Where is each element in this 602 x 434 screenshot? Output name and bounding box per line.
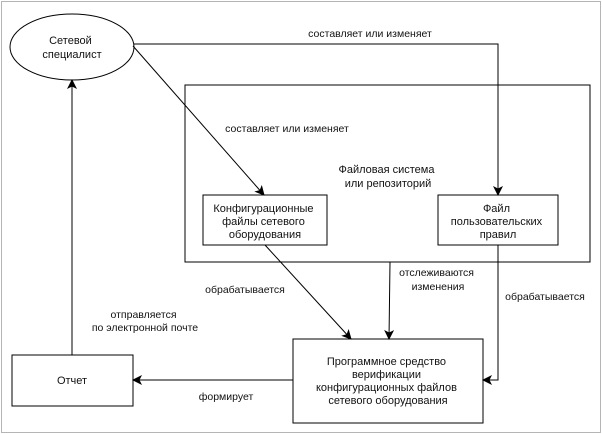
- filesystem-label: Файловая система или репозиторий: [338, 164, 437, 190]
- specialist-label: Сетевой специалист: [42, 35, 101, 61]
- report-box: [11, 354, 134, 407]
- edge-rules-to-verifier: [482, 245, 499, 385]
- edge-config-to-verifier: [264, 244, 352, 340]
- verifier-label: Программное средство верификации конфигу…: [316, 356, 460, 407]
- rules-file-label: Файл пользовательских правил: [451, 203, 545, 241]
- edge-label-report-to-specialist: отправляется по электронной почте: [92, 309, 198, 334]
- edge-label-config-to-verifier: обрабатывается: [205, 284, 285, 296]
- edge-label-verifier-to-report: формирует: [199, 391, 254, 403]
- edge-filesystem-to-verifier: [384, 261, 395, 340]
- edge-specialist-to-rules: [134, 43, 503, 196]
- verifier-box: [292, 338, 484, 424]
- config-files-label: Конфигурационные файлы сетевого оборудов…: [213, 203, 316, 241]
- config-files-box: [202, 194, 328, 246]
- specialist-ellipse: [9, 13, 135, 81]
- report-label: Отчет: [57, 375, 87, 387]
- edge-label-fs-to-verifier: отслеживаются изменения: [399, 267, 477, 293]
- edge-label-rules-to-verifier: обрабатывается: [505, 291, 585, 303]
- edge-label-spec-to-config: составляет или изменяет: [225, 123, 349, 135]
- edge-specialist-to-config: [132, 45, 265, 196]
- edge-label-spec-to-rules: составляет или изменяет: [308, 28, 432, 40]
